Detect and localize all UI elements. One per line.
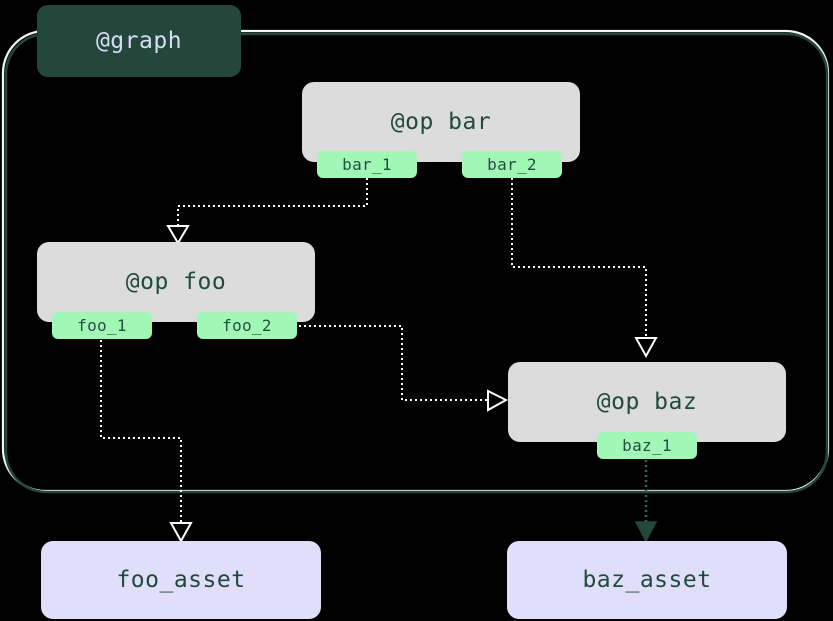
- arrowhead-foo2-to-baz: [487, 389, 509, 412]
- op-node-baz[interactable]: @op baz: [508, 362, 786, 442]
- arrowhead-baz1-to-bazasset: [634, 521, 658, 543]
- port-foo-2-label: foo_2: [222, 316, 272, 335]
- port-foo-2[interactable]: foo_2: [197, 312, 297, 339]
- arrowhead-foo1-to-fooasset: [169, 522, 193, 544]
- graph-label-text: @graph: [95, 28, 183, 54]
- op-node-foo-label: @op foo: [125, 269, 227, 295]
- op-node-bar[interactable]: @op bar: [302, 82, 580, 162]
- graph-label[interactable]: @graph: [37, 5, 241, 77]
- edge-foo1-to-fooasset: [100, 330, 182, 523]
- port-baz-1[interactable]: baz_1: [597, 432, 697, 459]
- asset-node-foo-asset[interactable]: foo_asset: [41, 541, 321, 619]
- port-baz-1-label: baz_1: [622, 436, 672, 455]
- asset-node-foo-asset-label: foo_asset: [116, 567, 246, 593]
- asset-node-baz-asset-label: baz_asset: [582, 567, 712, 593]
- op-node-bar-label: @op bar: [390, 109, 492, 135]
- port-bar-1[interactable]: bar_1: [317, 151, 417, 178]
- port-foo-1-label: foo_1: [77, 316, 127, 335]
- port-foo-1[interactable]: foo_1: [52, 312, 152, 339]
- graph-boundary-inner: [4, 32, 829, 494]
- arrowhead-bar1-to-foo: [166, 225, 190, 245]
- port-bar-1-label: bar_1: [342, 155, 392, 174]
- edge-bar2-to-baz: [511, 168, 647, 338]
- op-node-foo[interactable]: @op foo: [37, 242, 315, 322]
- edge-foo2-to-baz: [299, 325, 488, 401]
- arrowhead-bar2-to-baz: [634, 337, 658, 359]
- port-bar-2[interactable]: bar_2: [462, 151, 562, 178]
- asset-node-baz-asset[interactable]: baz_asset: [507, 541, 787, 619]
- port-bar-2-label: bar_2: [487, 155, 537, 174]
- op-node-baz-label: @op baz: [596, 389, 698, 415]
